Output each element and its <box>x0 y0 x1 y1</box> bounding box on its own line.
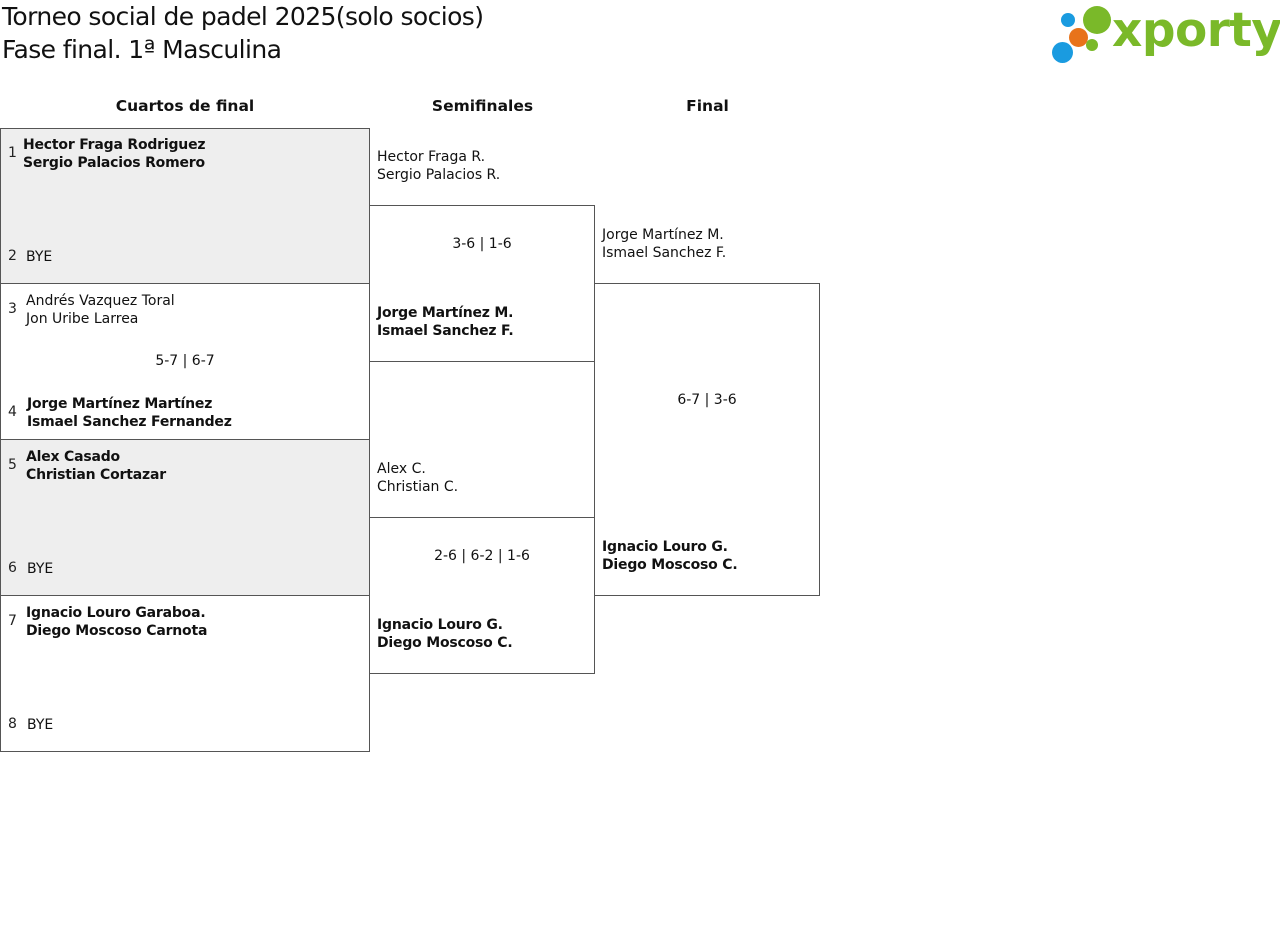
player-name: Sergio Palacios Romero <box>23 155 205 171</box>
phase-title: Fase final. 1ª Masculina <box>2 35 282 64</box>
team-entry[interactable]: Jorge Martínez M. Ismael Sanchez F. <box>377 304 514 340</box>
match-score: 2-6 | 6-2 | 1-6 <box>434 548 530 564</box>
team-entry[interactable]: Alex C. Christian C. <box>377 460 458 496</box>
player-name: Christian C. <box>377 479 459 495</box>
player-name: Jorge Martínez M. <box>602 227 724 243</box>
player-name: Diego Moscoso Carnota <box>26 623 208 639</box>
player-name: Alex Casado <box>26 449 120 465</box>
semifinal-match-2[interactable] <box>369 517 595 674</box>
seed-number: 4 <box>8 404 17 420</box>
player-name: Hector Fraga R. <box>377 149 486 165</box>
player-name: BYE <box>27 717 54 733</box>
logo-dot-green-small <box>1086 39 1098 51</box>
player-name: BYE <box>27 561 54 577</box>
player-name: Ignacio Louro G. <box>602 539 728 555</box>
player-name: Hector Fraga Rodriguez <box>23 137 206 153</box>
round-header-final: Final <box>686 97 729 115</box>
player-name: Diego Moscoso C. <box>377 635 513 651</box>
round-header-semis: Semifinales <box>431 97 534 115</box>
seed-number: 5 <box>8 457 17 473</box>
bye-entry: BYE <box>27 716 53 734</box>
team-entry[interactable]: Alex Casado Christian Cortazar <box>26 448 166 484</box>
player-name: Christian Cortazar <box>26 467 166 483</box>
team-entry[interactable]: Andrés Vazquez Toral Jon Uribe Larrea <box>26 292 175 328</box>
player-name: Ismael Sanchez Fernandez <box>27 414 232 430</box>
player-name: Jorge Martínez Martínez <box>27 396 213 412</box>
xporty-logo: xporty <box>1052 3 1280 66</box>
bye-entry: BYE <box>27 560 53 578</box>
seed-number: 7 <box>8 613 17 629</box>
seed-number: 8 <box>8 716 17 732</box>
logo-dot-orange <box>1069 28 1088 47</box>
player-name: BYE <box>26 249 53 265</box>
logo-dot-blue <box>1052 42 1073 63</box>
logo-wordmark: xporty <box>1112 3 1280 58</box>
player-name: Ismael Sanchez F. <box>602 245 727 261</box>
player-name: Ismael Sanchez F. <box>377 323 514 339</box>
seed-number: 1 <box>8 145 17 161</box>
player-name: Jorge Martínez M. <box>377 305 514 321</box>
player-name: Alex C. <box>377 461 426 477</box>
match-score: 5-7 | 6-7 <box>155 353 215 369</box>
seed-number: 3 <box>8 301 17 317</box>
team-entry[interactable]: Ignacio Louro G. Diego Moscoso C. <box>602 538 738 574</box>
player-name: Diego Moscoso C. <box>602 557 738 573</box>
semifinal-match-1[interactable] <box>369 205 595 362</box>
match-score: 3-6 | 1-6 <box>452 236 512 252</box>
team-entry[interactable]: Ignacio Louro Garaboa. Diego Moscoso Car… <box>26 604 207 640</box>
player-name: Sergio Palacios R. <box>377 167 501 183</box>
seed-number: 2 <box>8 248 17 264</box>
match-score: 6-7 | 3-6 <box>677 392 737 408</box>
team-entry[interactable]: Jorge Martínez M. Ismael Sanchez F. <box>602 226 726 262</box>
logo-dot-green <box>1083 6 1111 34</box>
bye-entry: BYE <box>26 248 52 266</box>
player-name: Andrés Vazquez Toral <box>26 293 175 309</box>
team-entry[interactable]: Jorge Martínez Martínez Ismael Sanchez F… <box>27 395 232 431</box>
round-header-quarters: Cuartos de final <box>115 97 255 115</box>
player-name: Ignacio Louro G. <box>377 617 503 633</box>
team-entry[interactable]: Hector Fraga R. Sergio Palacios R. <box>377 148 500 184</box>
player-name: Ignacio Louro Garaboa. <box>26 605 206 621</box>
player-name: Jon Uribe Larrea <box>26 311 139 327</box>
seed-number: 6 <box>8 560 17 576</box>
team-entry[interactable]: Ignacio Louro G. Diego Moscoso C. <box>377 616 513 652</box>
tournament-title: Torneo social de padel 2025(solo socios) <box>2 2 484 31</box>
final-match[interactable] <box>594 283 820 596</box>
logo-dot-blue-small <box>1061 13 1075 27</box>
team-entry[interactable]: Hector Fraga Rodriguez Sergio Palacios R… <box>23 136 206 172</box>
